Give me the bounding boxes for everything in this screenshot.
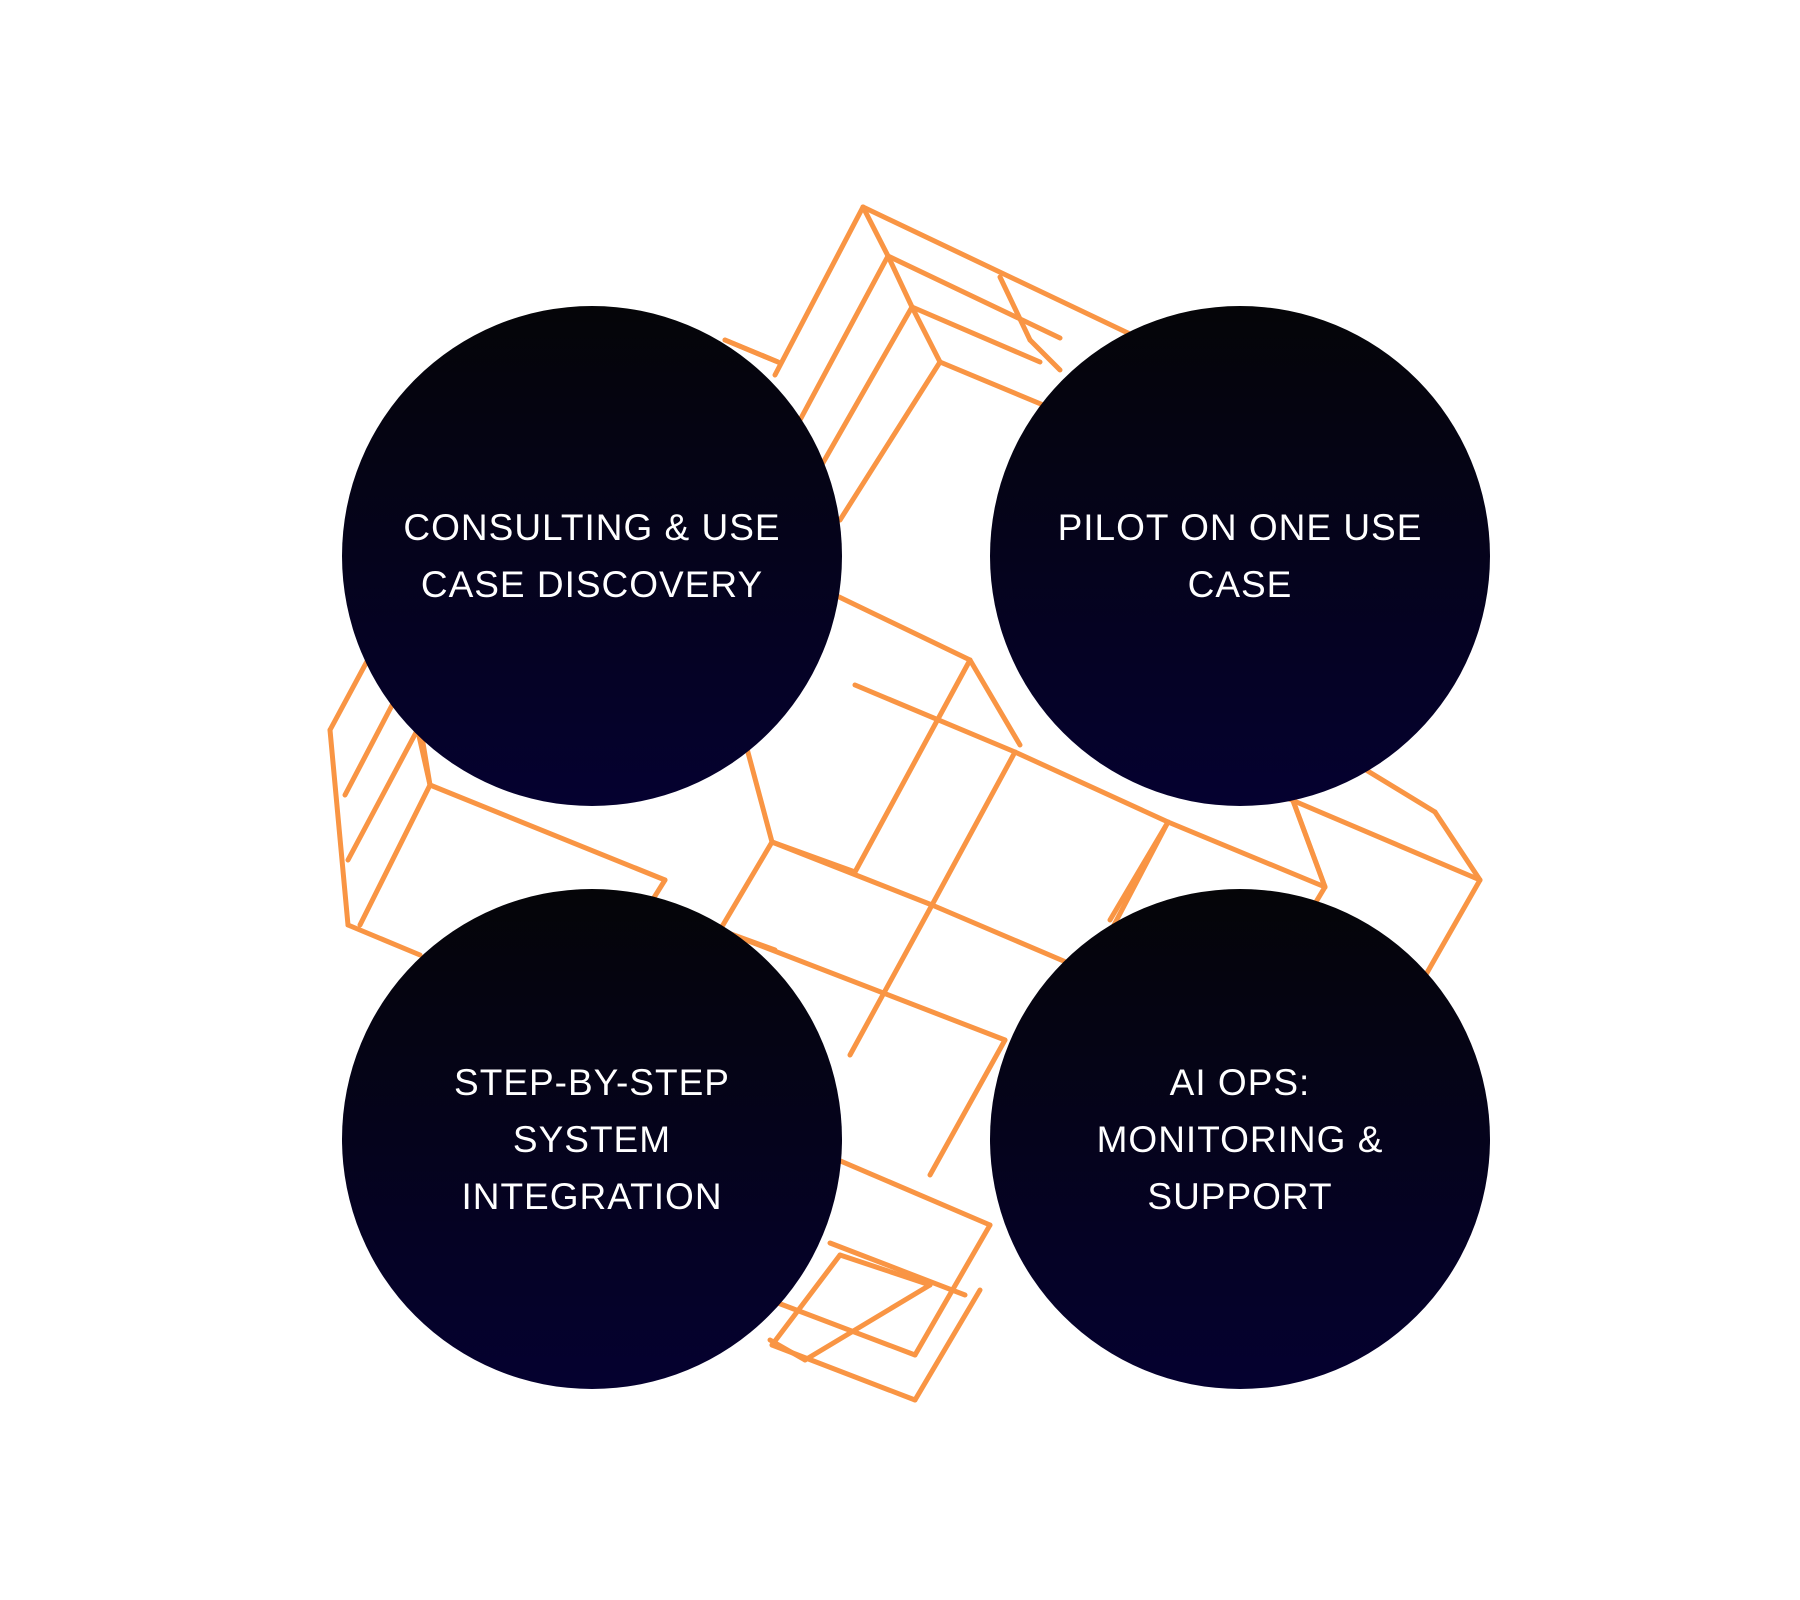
step-label-ai-ops: AI OPS: MONITORING & SUPPORT bbox=[1096, 1061, 1384, 1217]
grid-line bbox=[345, 922, 423, 958]
grid-line bbox=[929, 749, 1018, 908]
grid-line bbox=[885, 253, 1063, 341]
step-label-consulting: CONSULTING & USE CASE DISCOVERY bbox=[403, 507, 781, 605]
grid-line bbox=[937, 359, 1063, 415]
grid-line bbox=[912, 1287, 983, 1403]
grid-line bbox=[1165, 819, 1328, 890]
grid-line bbox=[912, 1222, 993, 1358]
grid-line bbox=[837, 359, 943, 523]
grid-line bbox=[772, 204, 866, 378]
grid-line bbox=[909, 304, 943, 365]
grid-line bbox=[769, 1342, 918, 1403]
grid-line bbox=[767, 1297, 918, 1358]
grid-line bbox=[852, 657, 973, 875]
grid-line bbox=[327, 727, 351, 928]
grid-line bbox=[717, 839, 775, 933]
grid-line bbox=[832, 592, 973, 663]
step-label-integration: STEP-BY-STEP SYSTEM INTEGRATION bbox=[454, 1061, 730, 1217]
grid-line bbox=[837, 1252, 933, 1288]
step-label-pilot: PILOT ON ONE USE CASE bbox=[1057, 507, 1423, 605]
grid-line bbox=[797, 253, 891, 423]
grid-line bbox=[357, 782, 433, 928]
grid-line bbox=[342, 687, 403, 798]
grid-line bbox=[722, 337, 781, 365]
grid-line bbox=[852, 682, 1018, 755]
step-circle-pilot: PILOT ON ONE USE CASE bbox=[990, 306, 1490, 806]
grid-line bbox=[847, 902, 935, 1058]
grid-line bbox=[827, 1240, 968, 1298]
grid-line bbox=[1107, 819, 1171, 923]
grid-line bbox=[345, 722, 423, 863]
grid-line bbox=[885, 253, 915, 310]
grid-line bbox=[802, 1282, 933, 1363]
grid-line bbox=[967, 657, 1023, 748]
grid-line bbox=[997, 274, 1033, 343]
grid-line bbox=[427, 782, 668, 883]
grid-line bbox=[929, 902, 1083, 971]
step-circle-ai-ops: AI OPS: MONITORING & SUPPORT bbox=[990, 889, 1490, 1389]
grid-line bbox=[1417, 877, 1483, 988]
grid-line bbox=[1012, 749, 1171, 825]
step-circle-integration: STEP-BY-STEP SYSTEM INTEGRATION bbox=[342, 889, 842, 1389]
grid-line bbox=[927, 1037, 1008, 1178]
grid-line bbox=[769, 1252, 843, 1348]
grid-line bbox=[860, 204, 891, 259]
step-circle-consulting: CONSULTING & USE CASE DISCOVERY bbox=[342, 306, 842, 806]
grid-line bbox=[1277, 792, 1483, 883]
grid-line bbox=[860, 204, 1133, 337]
grid-line bbox=[769, 839, 858, 875]
grid-line bbox=[817, 304, 915, 471]
grid-line bbox=[1432, 809, 1483, 883]
grid-line bbox=[1027, 337, 1063, 373]
grid-line bbox=[909, 304, 1043, 365]
